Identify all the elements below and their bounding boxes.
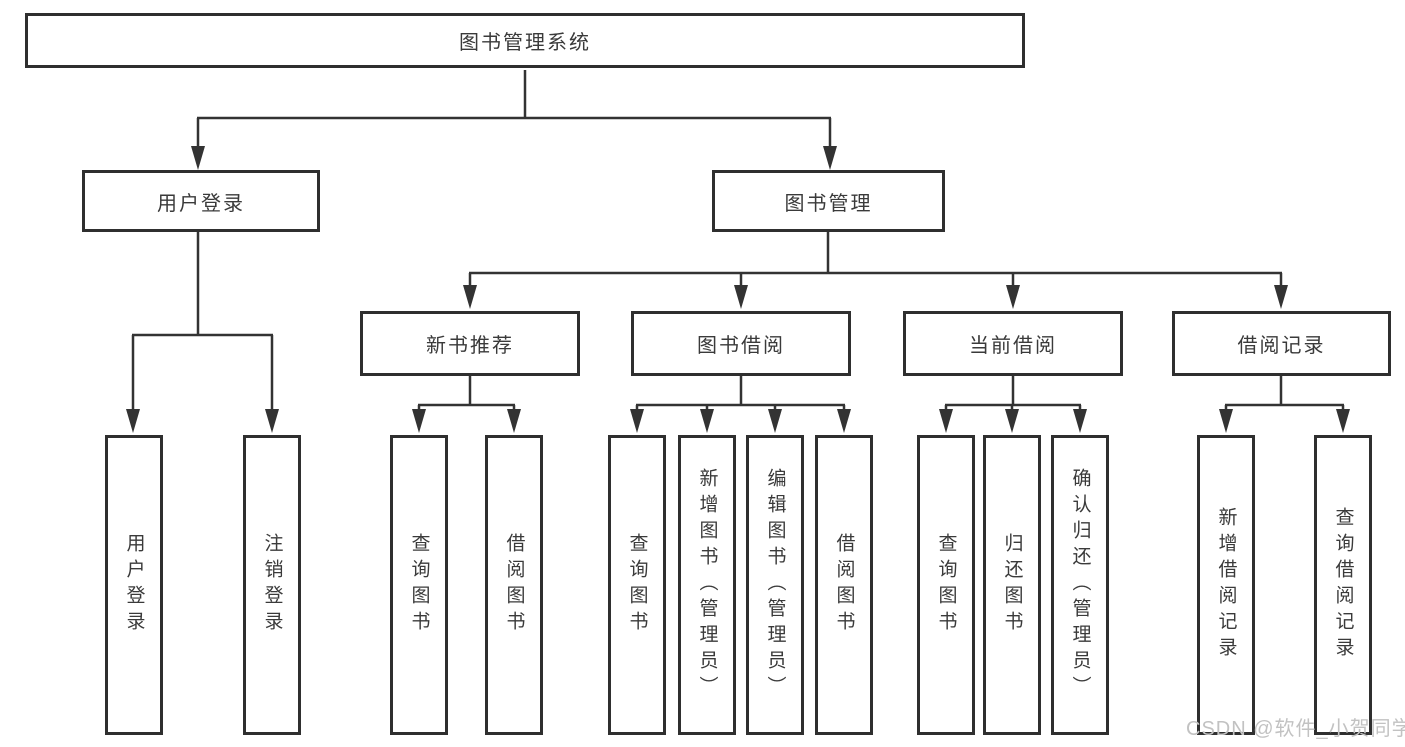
csdn-watermark: CSDN @软件_小贺同学 xyxy=(1186,718,1405,740)
connector-book-management-children xyxy=(463,232,1288,309)
node-new-book-recommendation: 新书推荐 xyxy=(360,311,580,376)
node-current-borrowing: 当前借阅 xyxy=(903,311,1123,376)
leaf-query-books-recommend: 查询图书 xyxy=(390,435,448,735)
leaf-add-books-admin: 新增图书（管理员） xyxy=(678,435,736,735)
leaf-add-books-admin-label: 新增图书（管理员） xyxy=(696,468,718,702)
leaf-query-books-borrow: 查询图书 xyxy=(608,435,666,735)
node-user-login: 用户登录 xyxy=(82,170,320,232)
leaf-return-books-label: 归还图书 xyxy=(1001,533,1023,637)
leaf-borrow-books-borrow-label: 借阅图书 xyxy=(833,533,855,637)
leaf-confirm-return-admin: 确认归还（管理员） xyxy=(1051,435,1109,735)
connector-root-to-level2 xyxy=(191,70,837,170)
leaf-query-books-current: 查询图书 xyxy=(917,435,975,735)
connector-new-book-children xyxy=(412,376,521,433)
node-borrowing-records: 借阅记录 xyxy=(1172,311,1391,376)
leaf-query-books-recommend-label: 查询图书 xyxy=(408,533,430,637)
leaf-user-login-label: 用户登录 xyxy=(123,533,145,637)
leaf-query-books-borrow-label: 查询图书 xyxy=(626,533,648,637)
leaf-logout-login: 注销登录 xyxy=(243,435,301,735)
leaf-borrow-books-recommend: 借阅图书 xyxy=(485,435,543,735)
leaf-borrow-books-recommend-label: 借阅图书 xyxy=(503,533,525,637)
node-library-management-system: 图书管理系统 xyxy=(25,13,1025,68)
node-book-borrowing: 图书借阅 xyxy=(631,311,851,376)
leaf-query-borrow-record-label: 查询借阅记录 xyxy=(1332,507,1354,663)
node-book-management: 图书管理 xyxy=(712,170,945,232)
leaf-return-books: 归还图书 xyxy=(983,435,1041,735)
leaf-confirm-return-admin-label: 确认归还（管理员） xyxy=(1069,468,1091,702)
leaf-query-borrow-record: 查询借阅记录 xyxy=(1314,435,1372,735)
connector-book-borrowing-children xyxy=(630,376,851,433)
leaf-logout-login-label: 注销登录 xyxy=(261,533,283,637)
leaf-user-login: 用户登录 xyxy=(105,435,163,735)
leaf-edit-books-admin-label: 编辑图书（管理员） xyxy=(764,468,786,702)
leaf-add-borrow-record-label: 新增借阅记录 xyxy=(1215,507,1237,663)
connector-user-login-children xyxy=(126,232,279,433)
leaf-edit-books-admin: 编辑图书（管理员） xyxy=(746,435,804,735)
connector-current-borrowing-children xyxy=(939,376,1087,433)
leaf-borrow-books-borrow: 借阅图书 xyxy=(815,435,873,735)
connector-borrowing-records-children xyxy=(1219,376,1350,433)
leaf-query-books-current-label: 查询图书 xyxy=(935,533,957,637)
leaf-add-borrow-record: 新增借阅记录 xyxy=(1197,435,1255,735)
